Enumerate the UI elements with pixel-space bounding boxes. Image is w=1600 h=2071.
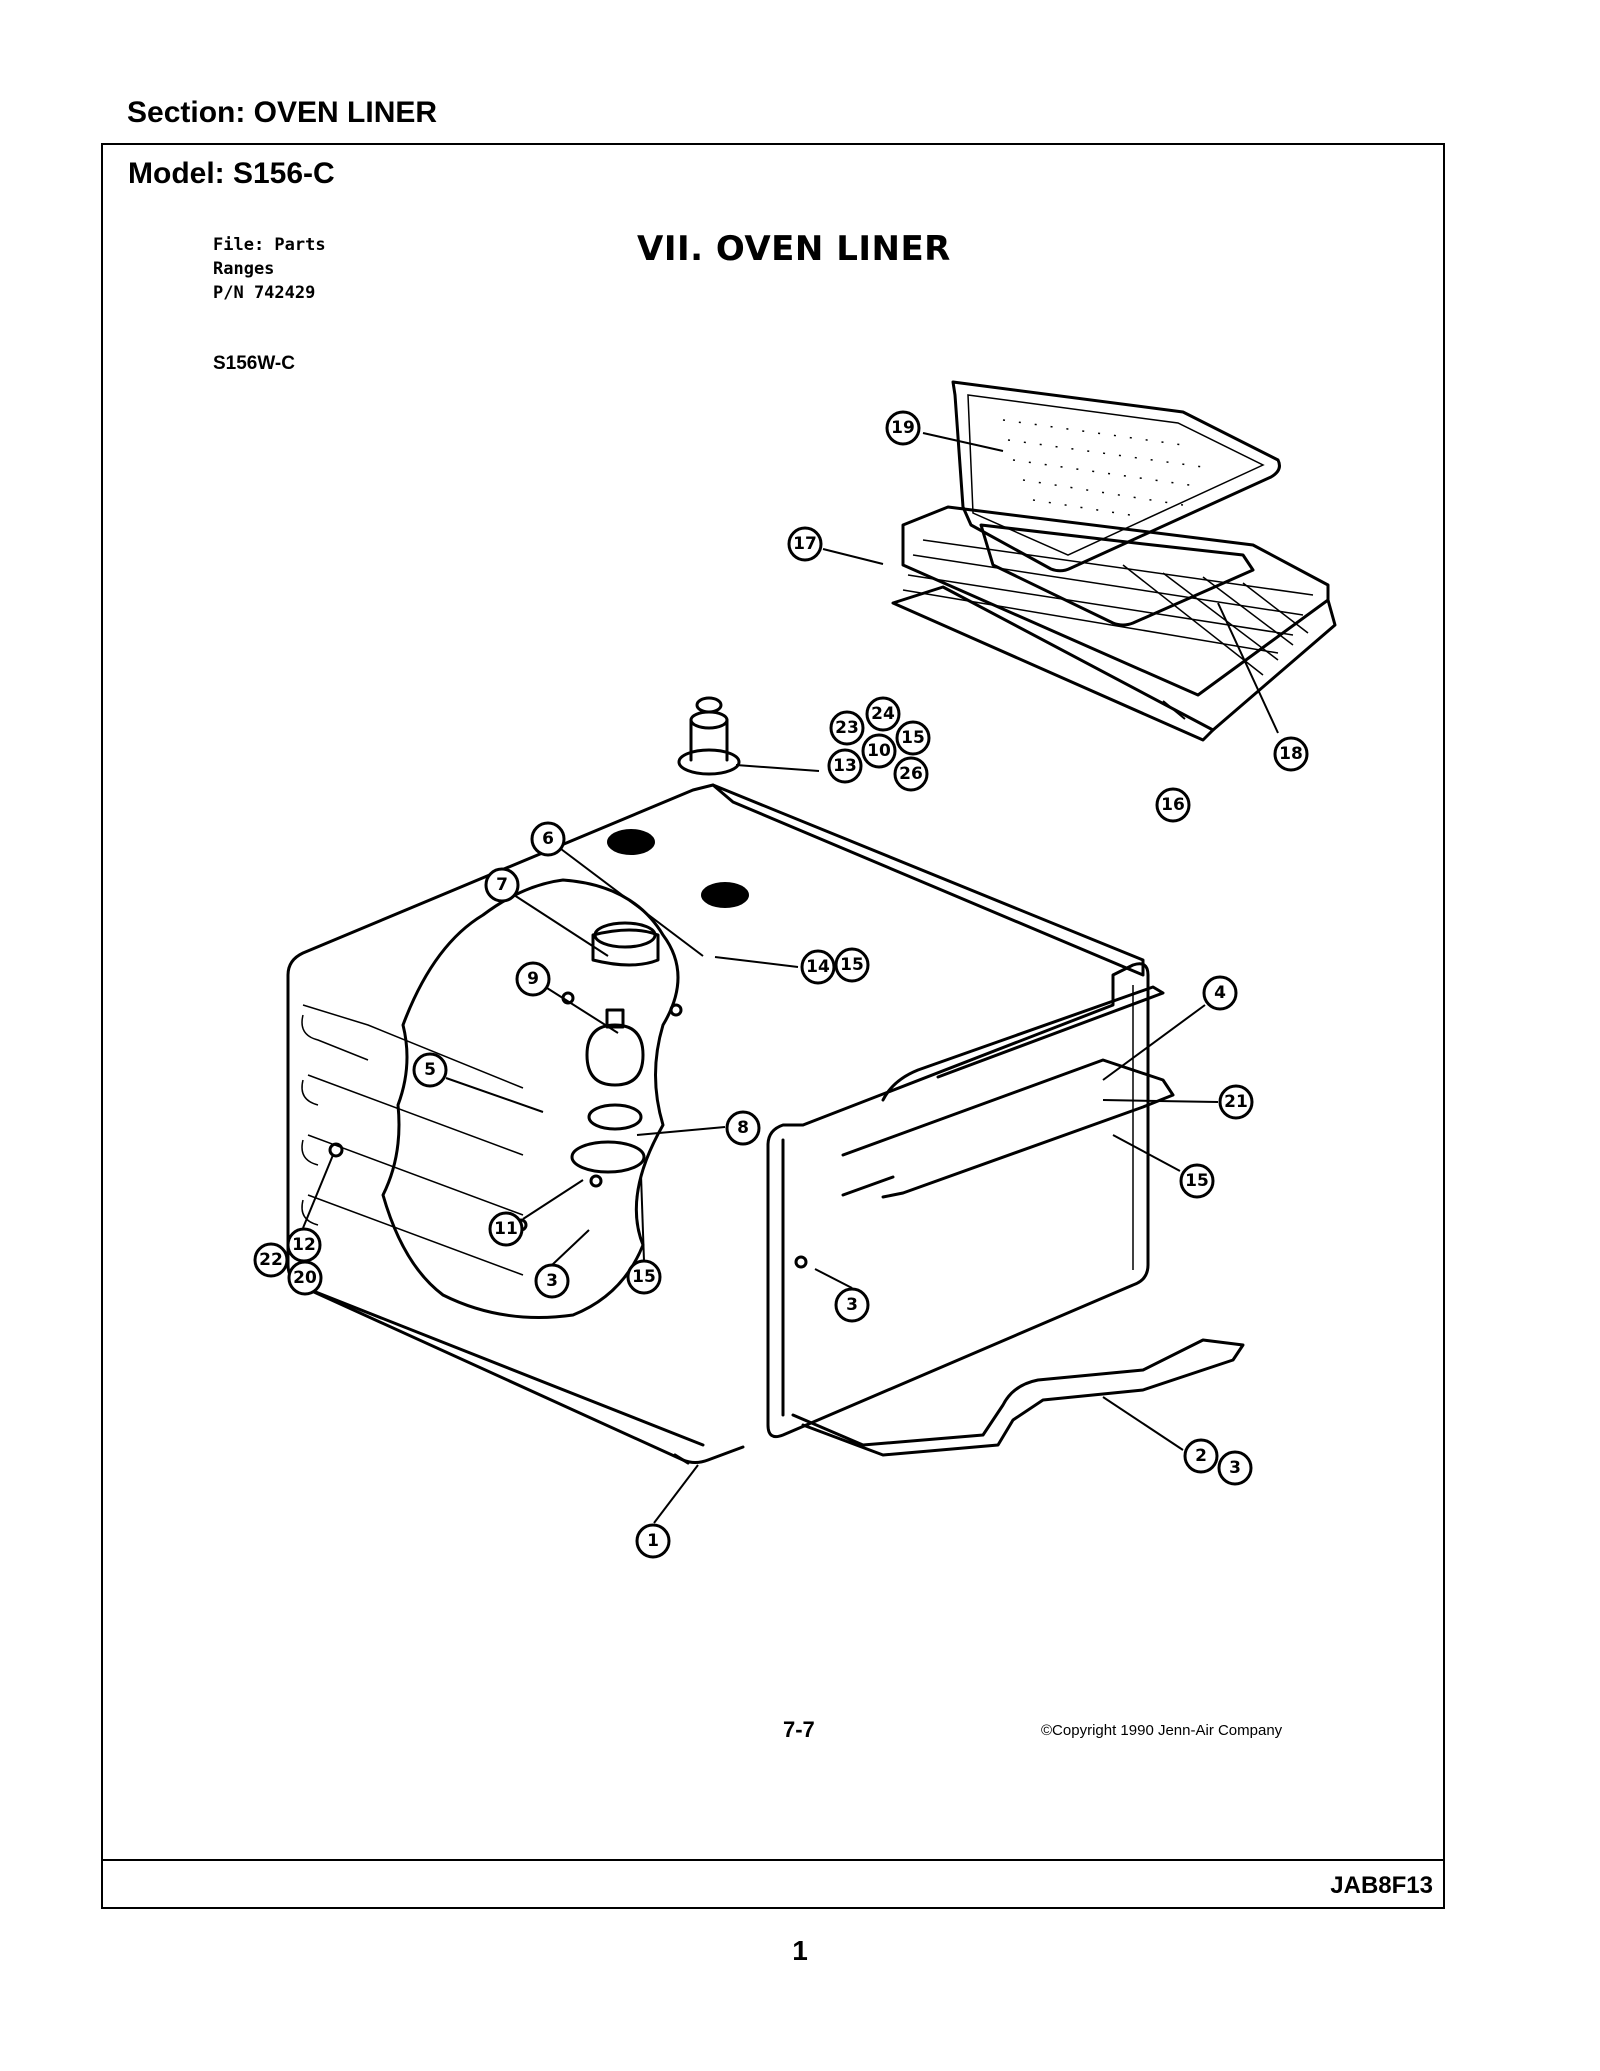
- document-frame: Model: S156-C File: Parts Ranges P/N 742…: [101, 143, 1445, 1909]
- svg-text:15: 15: [632, 1267, 656, 1287]
- svg-text:7: 7: [496, 875, 508, 895]
- svg-text:22: 22: [259, 1250, 283, 1270]
- callout-6: 6: [530, 821, 566, 857]
- callout-7: 7: [484, 867, 520, 903]
- callout-20: 20: [287, 1260, 323, 1296]
- oven-rack-drawing: [891, 505, 1337, 742]
- callout-13: 13: [827, 748, 863, 784]
- callout-17: 17: [787, 526, 823, 562]
- svg-text:17: 17: [793, 534, 817, 554]
- svg-text:15: 15: [901, 728, 925, 748]
- callout-11: 11: [488, 1211, 524, 1247]
- oven-liner-drawing: [286, 783, 1150, 1465]
- copyright-notice: ©Copyright 1990 Jenn-Air Company: [1041, 1722, 1283, 1739]
- file-line: Ranges: [213, 259, 275, 279]
- svg-text:18: 18: [1279, 744, 1303, 764]
- callout-19: 19: [885, 410, 921, 446]
- svg-text:8: 8: [737, 1118, 749, 1138]
- svg-text:14: 14: [806, 957, 830, 977]
- leader-lines: [302, 432, 1279, 1524]
- model-label: Model: S156-C: [128, 157, 335, 190]
- svg-text:1: 1: [647, 1531, 659, 1551]
- callout-3c: 3: [1217, 1450, 1253, 1486]
- section-title: Section: OVEN LINER: [127, 96, 438, 129]
- callout-15d: 15: [626, 1259, 662, 1295]
- svg-text:12: 12: [292, 1235, 316, 1255]
- callout-2: 2: [1183, 1438, 1219, 1474]
- svg-text:20: 20: [293, 1268, 317, 1288]
- callout-16: 16: [1155, 787, 1191, 823]
- callout-3a: 3: [534, 1263, 570, 1299]
- callout-15c: 15: [1179, 1163, 1215, 1199]
- page-number: 1: [792, 1935, 808, 1966]
- svg-text:3: 3: [846, 1295, 858, 1315]
- callout-18: 18: [1273, 736, 1309, 772]
- svg-text:15: 15: [1185, 1171, 1209, 1191]
- callout-14: 14: [800, 949, 836, 985]
- callout-9: 9: [515, 961, 551, 997]
- callout-4: 4: [1202, 975, 1238, 1011]
- document-code: JAB8F13: [1330, 1872, 1433, 1899]
- callout-15b: 15: [834, 947, 870, 983]
- svg-text:6: 6: [542, 829, 554, 849]
- svg-text:3: 3: [1229, 1458, 1241, 1478]
- svg-text:26: 26: [899, 764, 923, 784]
- callout-23: 23: [829, 710, 865, 746]
- svg-text:24: 24: [871, 704, 895, 724]
- svg-text:19: 19: [891, 418, 915, 438]
- callout-15: 15: [895, 720, 931, 756]
- callout-10: 10: [861, 733, 897, 769]
- divider: [103, 1859, 1443, 1861]
- light-socket-drawing: [677, 696, 741, 776]
- broil-element-drawing: [841, 985, 1175, 1199]
- svg-text:11: 11: [494, 1219, 518, 1239]
- svg-text:10: 10: [867, 741, 891, 761]
- oven-liner-diagram: 19 17 18 16 24 23 15 10 13 26 6: [253, 380, 1337, 1559]
- callout-8: 8: [725, 1110, 761, 1146]
- file-info: File: Parts Ranges P/N 742429: [213, 233, 326, 305]
- svg-text:4: 4: [1214, 983, 1226, 1003]
- callout-26: 26: [893, 756, 929, 792]
- callout-1: 1: [635, 1523, 671, 1559]
- page-reference: 7-7: [783, 1717, 815, 1742]
- callout-5: 5: [412, 1052, 448, 1088]
- diagram-title: VII. OVEN LINER: [637, 229, 951, 269]
- svg-text:15: 15: [840, 955, 864, 975]
- callout-3b: 3: [834, 1287, 870, 1323]
- callout-24: 24: [865, 696, 901, 732]
- bake-element-drawing: [791, 1338, 1245, 1457]
- file-line: P/N 742429: [213, 283, 316, 303]
- svg-text:3: 3: [546, 1271, 558, 1291]
- svg-text:21: 21: [1224, 1092, 1248, 1112]
- callout-12: 12: [286, 1227, 322, 1263]
- variant-label: S156W-C: [213, 353, 295, 374]
- callout-22: 22: [253, 1242, 289, 1278]
- svg-text:16: 16: [1161, 795, 1185, 815]
- svg-text:9: 9: [527, 969, 539, 989]
- svg-text:2: 2: [1195, 1446, 1207, 1466]
- svg-text:13: 13: [833, 756, 857, 776]
- file-line: File: Parts: [213, 235, 326, 255]
- svg-text:5: 5: [424, 1060, 436, 1080]
- svg-text:23: 23: [835, 718, 859, 738]
- broil-pan-drawing: [951, 380, 1281, 627]
- callout-21: 21: [1218, 1084, 1254, 1120]
